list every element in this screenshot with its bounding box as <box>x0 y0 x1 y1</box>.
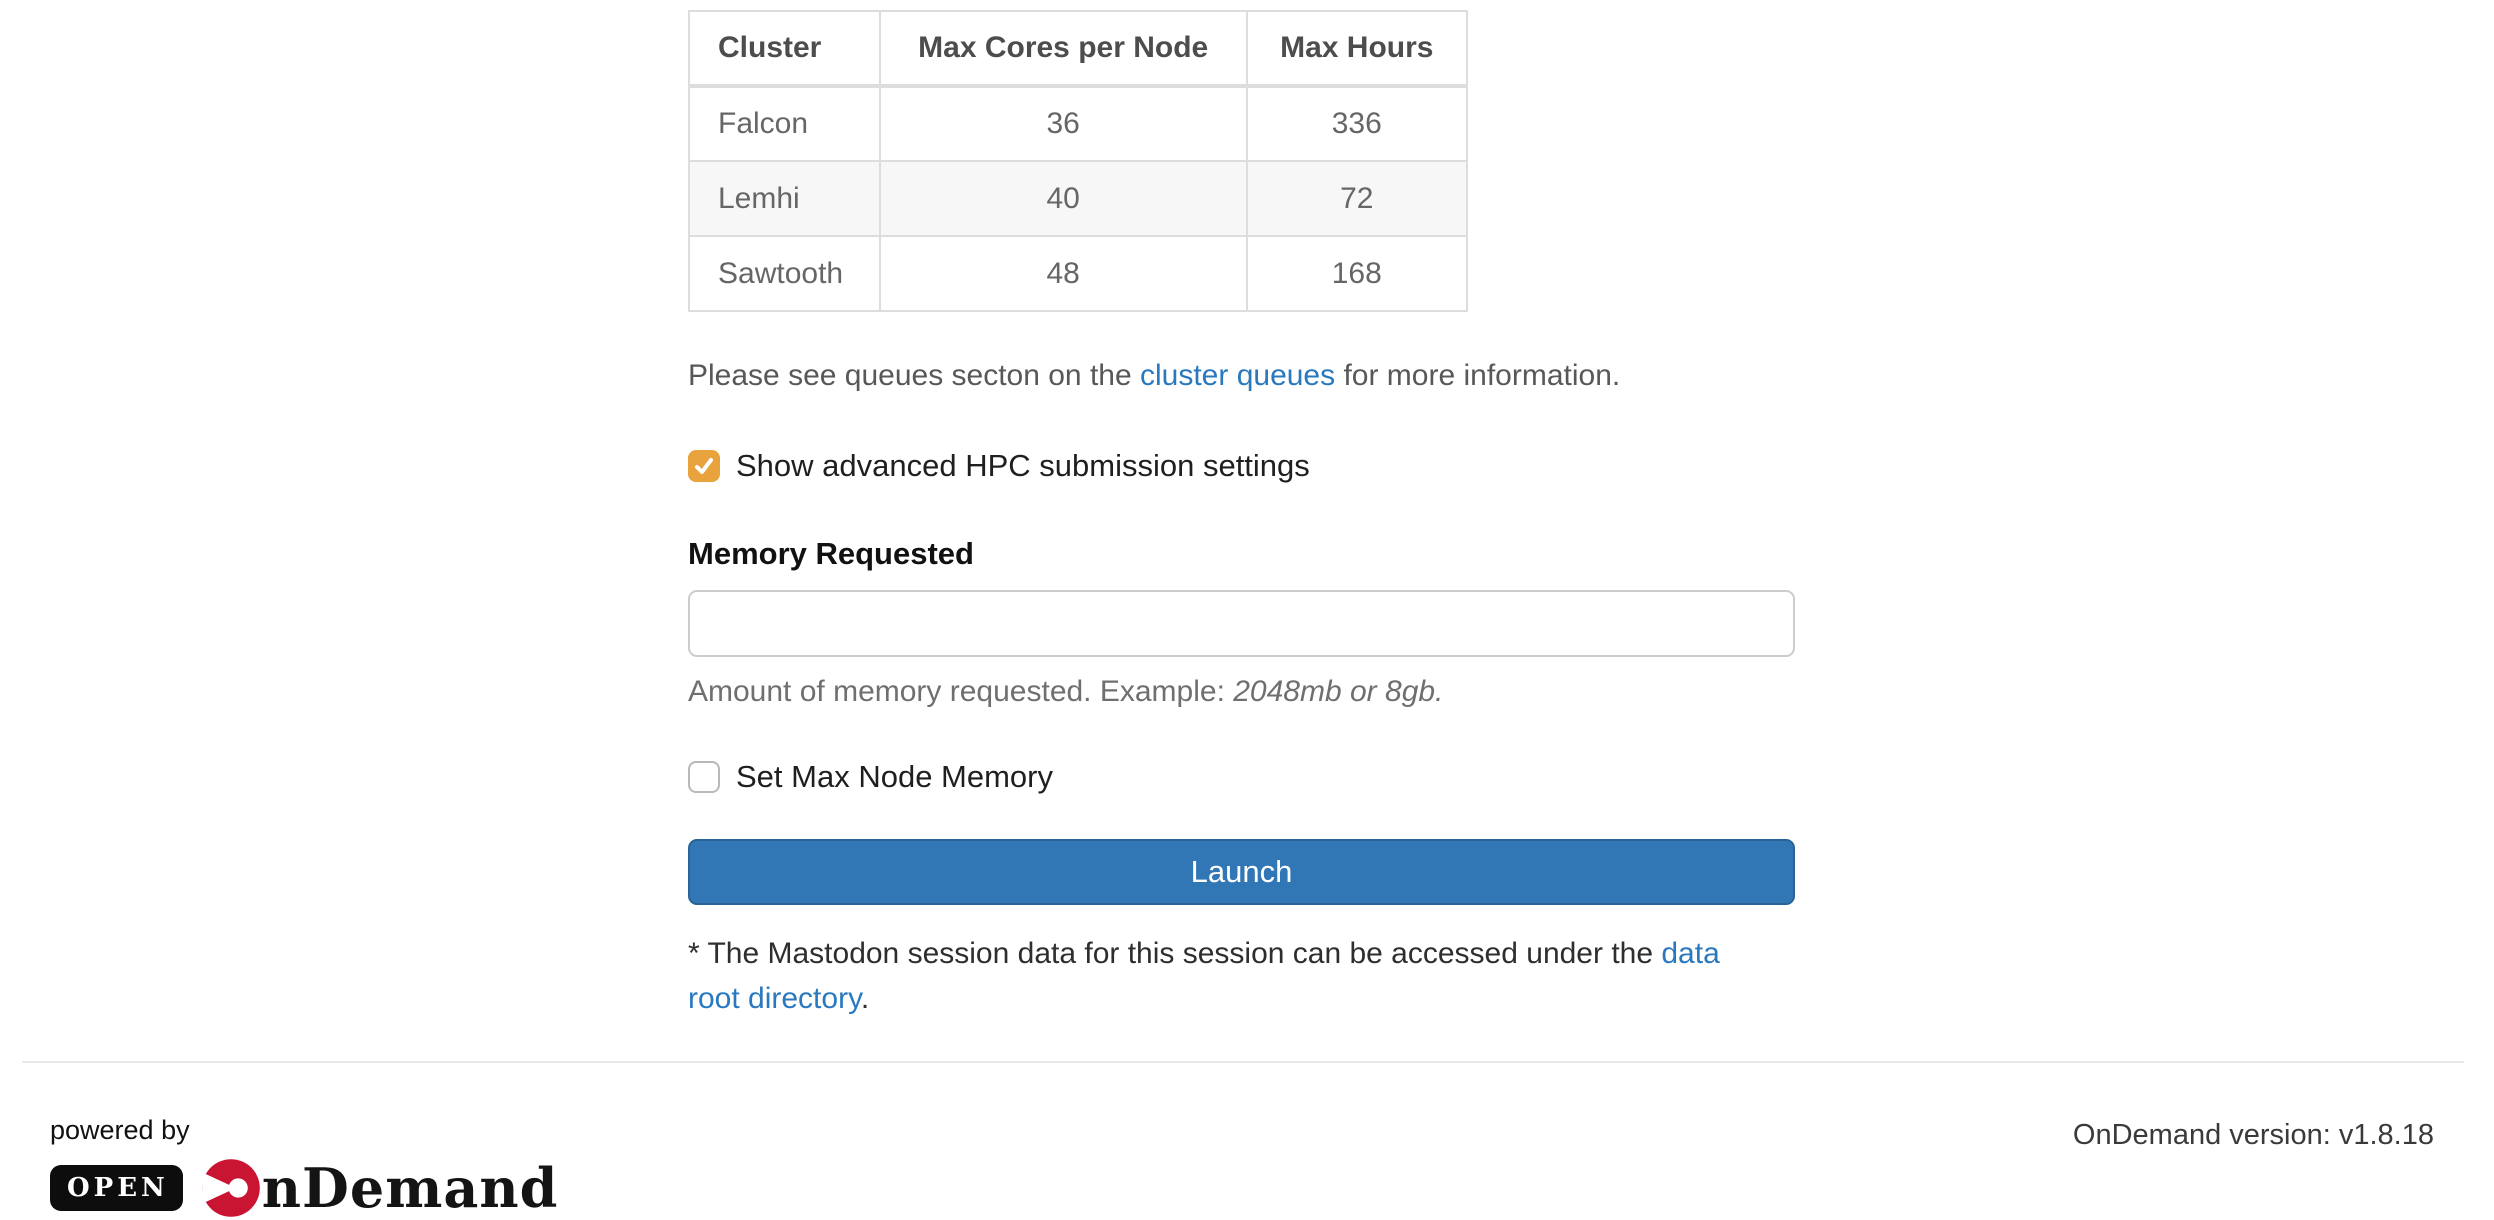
header-max-hours: Max Hours <box>1245 10 1469 88</box>
max-node-memory-row: Set Max Node Memory <box>688 759 1795 795</box>
memory-help-text: Amount of memory requested. Example: 204… <box>688 675 1795 709</box>
ondemand-logo-mark: nDemand <box>201 1156 559 1220</box>
cell-max-hours: 336 <box>1245 85 1469 162</box>
memory-help-example: 2048mb or 8gb. <box>1233 675 1444 708</box>
checkmark-icon <box>695 458 713 474</box>
cell-cluster-name: Lemhi <box>688 160 881 237</box>
ondemand-o-icon <box>201 1159 260 1217</box>
header-cluster: Cluster <box>688 10 881 88</box>
advanced-settings-checkbox[interactable] <box>688 450 720 482</box>
data-root-directory-link[interactable]: data root directory <box>688 937 1720 1015</box>
advanced-settings-label: Show advanced HPC submission settings <box>736 448 1310 483</box>
cell-max-cores: 48 <box>878 235 1248 312</box>
launch-button[interactable]: Launch <box>688 839 1795 905</box>
ondemand-version-text: OnDemand version: v1.8.18 <box>2072 1119 2434 1151</box>
cell-max-cores: 36 <box>878 85 1248 162</box>
table-row: Falcon 36 336 <box>688 85 1469 162</box>
table-header-row: Cluster Max Cores per Node Max Hours <box>688 10 1469 88</box>
open-ondemand-logo: OPEN nDemand <box>50 1156 558 1220</box>
main-form-column: Cluster Max Cores per Node Max Hours Fal… <box>688 0 1795 1021</box>
advanced-settings-row: Show advanced HPC submission settings <box>688 448 1795 484</box>
queues-note-suffix: for more information. <box>1335 359 1621 392</box>
powered-by-text: powered by <box>50 1115 190 1145</box>
table-row: Sawtooth 48 168 <box>688 235 1469 312</box>
session-note-prefix: * The Mastodon session data for this ses… <box>688 937 1662 970</box>
session-note-suffix: . <box>860 982 870 1015</box>
max-node-memory-label: Set Max Node Memory <box>736 759 1053 794</box>
memory-requested-input[interactable] <box>688 590 1795 657</box>
cell-cluster-name: Falcon <box>688 85 881 162</box>
cluster-limits-table: Cluster Max Cores per Node Max Hours Fal… <box>688 10 1469 312</box>
cell-max-cores: 40 <box>878 160 1248 237</box>
cell-cluster-name: Sawtooth <box>688 235 881 312</box>
session-data-note: * The Mastodon session data for this ses… <box>688 931 1748 1021</box>
open-badge: OPEN <box>50 1165 183 1211</box>
max-node-memory-checkbox[interactable] <box>688 761 720 793</box>
footer-branding: powered by OPEN nDemand <box>50 1115 558 1220</box>
cell-max-hours: 72 <box>1245 160 1469 237</box>
queues-note: Please see queues secton on the cluster … <box>688 354 1795 398</box>
footer: powered by OPEN nDemand OnDemand version… <box>0 1063 2494 1220</box>
table-row: Lemhi 40 72 <box>688 160 1469 237</box>
cluster-queues-link[interactable]: cluster queues <box>1140 359 1336 392</box>
ondemand-logo-text: nDemand <box>261 1156 559 1220</box>
header-max-cores: Max Cores per Node <box>878 10 1248 88</box>
footer-divider <box>22 1061 2464 1063</box>
memory-help-prefix: Amount of memory requested. Example: <box>688 675 1234 708</box>
cell-max-hours: 168 <box>1245 235 1469 312</box>
memory-requested-label: Memory Requested <box>688 536 974 571</box>
queues-note-prefix: Please see queues secton on the <box>688 359 1140 392</box>
